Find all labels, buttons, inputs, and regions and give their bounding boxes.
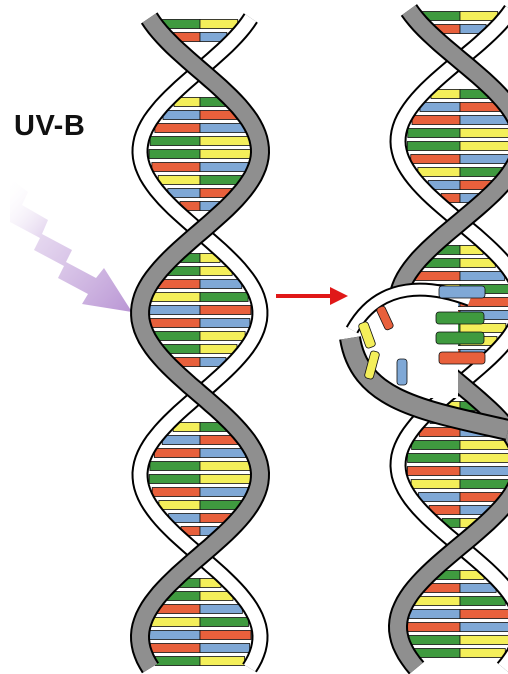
- base-pair-left: [149, 150, 200, 159]
- displaced-base-block: [436, 332, 484, 344]
- base-pair-left: [163, 111, 200, 120]
- uv-b-label: UV-B: [14, 110, 85, 143]
- displaced-base: [397, 359, 407, 385]
- base-pair-left: [149, 631, 200, 640]
- base-pair-right: [200, 150, 251, 159]
- base-pair-right: [200, 657, 245, 666]
- base-pair-right: [460, 168, 502, 177]
- base-pair-right: [200, 631, 251, 640]
- base-pair-right: [200, 501, 241, 510]
- base-pair-right: [200, 449, 246, 458]
- base-pair-left: [162, 436, 200, 445]
- base-pair-right: [200, 20, 238, 29]
- base-pair-left: [155, 124, 200, 133]
- base-pair-right: [200, 332, 245, 341]
- base-pair-right: [200, 176, 242, 185]
- base-pair-left: [412, 441, 460, 450]
- displaced-base-block: [397, 359, 407, 385]
- base-pair-left: [419, 493, 460, 502]
- base-pair-left: [411, 480, 460, 489]
- base-pair-right: [200, 488, 248, 497]
- base-pair-left: [150, 644, 200, 653]
- base-pair-right: [460, 623, 508, 632]
- base-pair-right: [200, 163, 248, 172]
- displaced-base-block: [439, 286, 485, 298]
- base-pair-left: [158, 605, 200, 614]
- displaced-base: [436, 332, 484, 344]
- base-pair-left: [415, 649, 460, 658]
- base-pair-left: [152, 163, 200, 172]
- base-pair-left: [149, 306, 200, 315]
- base-pair-left: [409, 636, 460, 645]
- base-pair-right: [200, 293, 248, 302]
- displaced-base: [439, 352, 485, 364]
- base-pair-right: [460, 129, 508, 138]
- base-pair-right: [200, 475, 251, 484]
- base-pair-left: [420, 103, 460, 112]
- base-pair-left: [408, 129, 460, 138]
- displaced-base-block: [436, 312, 484, 324]
- base-pair-right: [200, 319, 250, 328]
- base-pair-left: [150, 319, 200, 328]
- base-pair-right: [460, 467, 508, 476]
- uv-ray-icon: [10, 178, 132, 312]
- base-pair-left: [158, 280, 200, 289]
- base-pair-left: [408, 454, 460, 463]
- base-pair-right: [460, 272, 505, 281]
- damaged-dna-helix: [348, 10, 508, 668]
- base-pair-right: [200, 345, 237, 354]
- base-pair-right: [200, 462, 250, 471]
- base-pair-left: [152, 293, 200, 302]
- base-pair-left: [407, 623, 460, 632]
- base-pair-right: [460, 12, 498, 21]
- base-pair-right: [460, 324, 506, 333]
- base-pair-left: [149, 475, 200, 484]
- base-pair-left: [407, 467, 460, 476]
- base-pair-left: [154, 449, 200, 458]
- base-pair-right: [200, 124, 245, 133]
- base-pair-right: [200, 306, 251, 315]
- base-pair-right: [200, 618, 248, 627]
- base-pair-right: [460, 636, 508, 645]
- base-pair-right: [460, 480, 508, 489]
- base-pair-left: [158, 176, 200, 185]
- base-pair-left: [411, 155, 460, 164]
- base-pair-right: [460, 454, 508, 463]
- base-pair-right: [200, 137, 250, 146]
- base-pair-left: [150, 137, 200, 146]
- right-arrow-icon: [276, 287, 348, 305]
- base-pair-left: [152, 618, 200, 627]
- base-pair-left: [409, 610, 460, 619]
- base-pair-right: [460, 584, 496, 593]
- displaced-base: [436, 312, 484, 324]
- base-pair-left: [150, 462, 200, 471]
- base-pair-left: [407, 142, 460, 151]
- base-pair-left: [159, 501, 200, 510]
- base-pair-left: [415, 272, 460, 281]
- base-pair-left: [419, 428, 460, 437]
- base-pair-left: [412, 116, 460, 125]
- base-pair-right: [200, 644, 250, 653]
- base-pair-right: [460, 441, 508, 450]
- displaced-base: [439, 286, 485, 298]
- base-pair-left: [155, 657, 200, 666]
- base-pair-right: [460, 610, 508, 619]
- displaced-base-block: [439, 352, 485, 364]
- base-pair-right: [460, 597, 505, 606]
- intact-dna-helix: [140, 18, 260, 668]
- base-pair-left: [415, 597, 460, 606]
- base-pair-right: [460, 116, 508, 125]
- base-pair-right: [200, 605, 242, 614]
- base-pair-right: [460, 155, 508, 164]
- base-pair-right: [460, 649, 505, 658]
- base-pair-left: [155, 332, 200, 341]
- base-pair-left: [152, 488, 200, 497]
- base-pair-right: [460, 142, 508, 151]
- base-pair-left: [418, 168, 460, 177]
- base-pair-right: [200, 280, 242, 289]
